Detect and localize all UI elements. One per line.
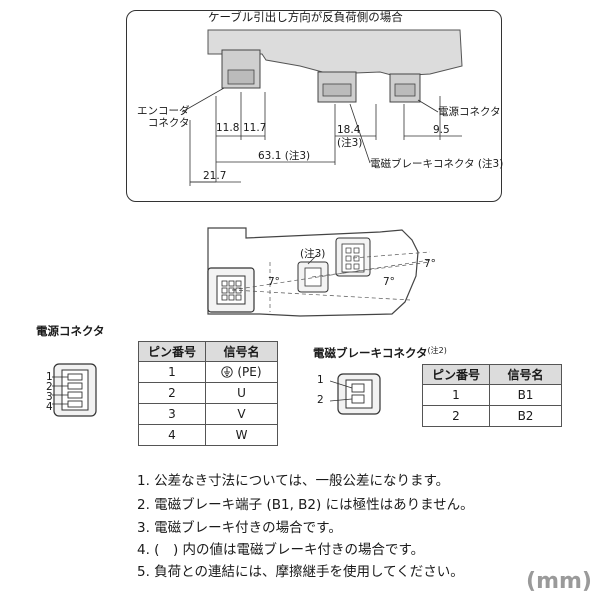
unit-label: (mm) — [526, 569, 592, 594]
power-table-signal: (PE) — [205, 361, 278, 383]
top-view-frame — [126, 10, 502, 202]
angle-7-b: 7° — [383, 276, 395, 288]
encoder-label-line2: コネクタ — [147, 117, 190, 129]
brake-table-pin: 1 — [422, 384, 490, 406]
angle-7-a: 7° — [424, 258, 436, 270]
note-4: 4. ( ) 内の値は電磁ブレーキ付きの場合です。 — [137, 542, 425, 558]
dim-11-7: 11.7 — [243, 122, 267, 134]
brake-connector-pin-diagram — [330, 373, 381, 415]
power-pin-label-4: 4 — [46, 401, 53, 413]
table-row: 3 V — [138, 403, 278, 425]
brake-table-header-pin: ピン番号 — [422, 364, 490, 385]
power-pin-label-2: 2 — [46, 381, 53, 393]
table-row: 1 B1 — [422, 384, 562, 406]
brake-table-signal: B2 — [489, 405, 562, 427]
brake-connector-title-note: (注2) — [427, 346, 447, 355]
brake-table-header-signal: 信号名 — [489, 364, 562, 385]
encoder-connector-label: エンコーダ コネクタ — [137, 105, 190, 129]
power-connector-pin-diagram — [52, 363, 97, 417]
note-5: 5. 負荷との連結には、摩擦継手を使用してください。 — [137, 564, 464, 580]
brake-connector-title: 電磁ブレーキコネクタ(注2) — [313, 345, 447, 361]
power-table-pin: 4 — [138, 424, 206, 446]
power-pin-label-3: 3 — [46, 391, 53, 403]
table-row: 2 U — [138, 382, 278, 404]
power-table-header-signal: 信号名 — [205, 341, 278, 362]
power-connector-title: 電源コネクタ — [36, 324, 105, 338]
brake-table-header: ピン番号 信号名 — [422, 364, 562, 385]
power-table-pin: 3 — [138, 403, 206, 425]
dim-11-8: 11.8 — [216, 122, 240, 134]
brake-pin-label-1: 1 — [317, 374, 324, 386]
brake-pin-label-2: 2 — [317, 394, 324, 406]
power-pin-label-1: 1 — [46, 371, 53, 383]
power-table-header-pin: ピン番号 — [138, 341, 206, 362]
power-table-pin: 1 — [138, 361, 206, 383]
brake-connector-table: ピン番号 信号名 1 B1 2 B2 — [422, 364, 562, 427]
table-row: 2 B2 — [422, 405, 562, 427]
dim-9-5: 9.5 — [433, 124, 450, 136]
brake-table-pin: 2 — [422, 405, 490, 427]
power-connector-table: ピン番号 信号名 1 (PE) 2 U 3 V 4 W — [138, 341, 278, 446]
power-table-signal: U — [205, 382, 278, 404]
dim-18-4-note: (注3) — [337, 137, 363, 149]
brake-connector-title-text: 電磁ブレーキコネクタ — [313, 346, 428, 360]
top-view-title: ケーブル引出し方向が反負荷側の場合 — [205, 11, 406, 23]
power-table-header: ピン番号 信号名 — [138, 341, 278, 362]
power-table-pin: 2 — [138, 382, 206, 404]
note-1: 1. 公差なき寸法については、一般公差になります。 — [137, 473, 450, 489]
table-row: 4 W — [138, 424, 278, 446]
encoder-label-line1: エンコーダ — [137, 105, 190, 117]
power-connector-label: 電源コネクタ — [438, 106, 501, 118]
brake-connector-label: 電磁ブレーキコネクタ (注3) — [370, 158, 504, 170]
note-2: 2. 電磁ブレーキ端子 (B1, B2) には極性はありません。 — [137, 497, 474, 513]
dim-18-4: 18.4 — [337, 124, 361, 136]
ground-icon — [221, 366, 234, 378]
power-table-signal: V — [205, 403, 278, 425]
note-3: 3. 電磁ブレーキ付きの場合です。 — [137, 520, 342, 536]
side-view-note: (注3) — [300, 248, 326, 260]
angle-7-c: 7° — [268, 276, 280, 288]
power-table-signal-text: (PE) — [237, 365, 262, 379]
brake-table-signal: B1 — [489, 384, 562, 406]
table-row: 1 (PE) — [138, 361, 278, 383]
dim-63-1: 63.1 (注3) — [258, 150, 311, 162]
power-table-signal: W — [205, 424, 278, 446]
dim-21-7: 21.7 — [203, 170, 227, 182]
